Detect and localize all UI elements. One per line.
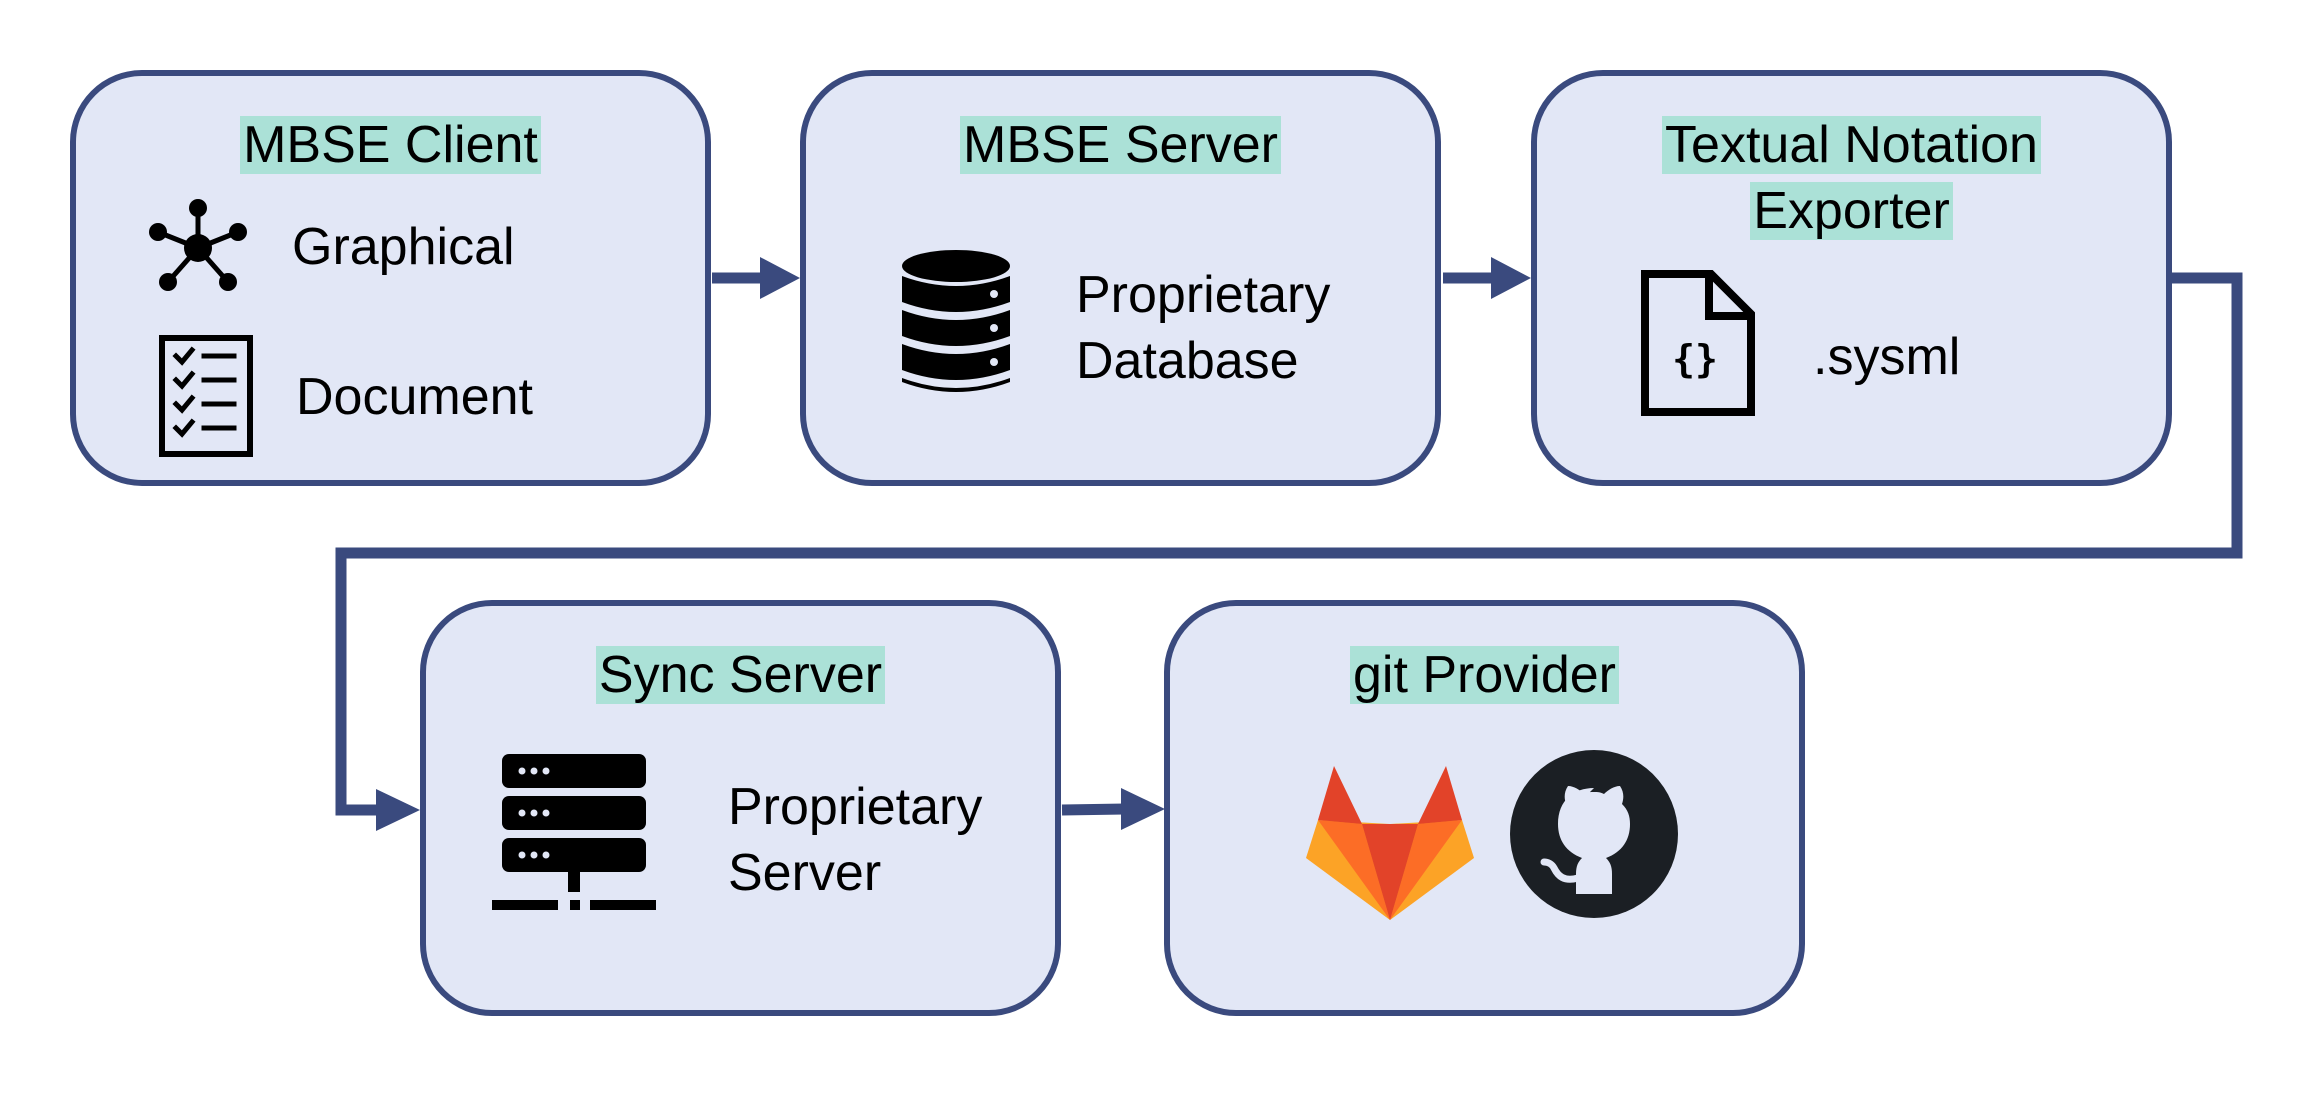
node-sync-server: Sync Server Proprietary Server bbox=[420, 600, 1061, 1016]
item-label-sysml: .sysml bbox=[1813, 328, 1961, 386]
node-title: Textual Notation Exporter bbox=[1537, 112, 2166, 244]
gitlab-logo-icon bbox=[1306, 766, 1474, 920]
edge-sync-to-git bbox=[1061, 803, 1126, 816]
node-textual-notation-exporter: Textual Notation Exporter {} .sysml bbox=[1531, 70, 2172, 486]
node-title: MBSE Client bbox=[76, 112, 705, 178]
server-rack-icon bbox=[492, 754, 656, 910]
node-title: git Provider bbox=[1170, 642, 1799, 708]
node-git-provider: git Provider bbox=[1164, 600, 1805, 1016]
item-label-document: Document bbox=[296, 368, 533, 426]
arrowhead-server-to-exporter bbox=[1491, 257, 1531, 299]
arrowhead-client-to-server bbox=[760, 257, 800, 299]
edge-exporter-to-sync bbox=[335, 272, 2243, 816]
svg-text:{}: {} bbox=[1672, 337, 1718, 381]
github-logo-icon bbox=[1510, 750, 1678, 918]
graph-network-icon bbox=[149, 199, 247, 291]
node-mbse-client: MBSE Client Graphical Document bbox=[70, 70, 711, 486]
database-icon bbox=[902, 250, 1010, 392]
arrowhead-sync-to-git bbox=[1121, 788, 1165, 830]
item-label-graphical: Graphical bbox=[292, 218, 515, 276]
arrowhead-exporter-to-sync bbox=[376, 789, 420, 831]
checklist-icon bbox=[159, 335, 253, 457]
item-label-proprietary-database: Proprietary Database bbox=[1076, 266, 1331, 390]
node-mbse-server: MBSE Server Proprietary Database bbox=[800, 70, 1441, 486]
node-title: Sync Server bbox=[426, 642, 1055, 708]
code-file-icon: {} bbox=[1641, 270, 1755, 416]
item-label-proprietary-server: Proprietary Server bbox=[728, 778, 983, 902]
node-title: MBSE Server bbox=[806, 112, 1435, 178]
